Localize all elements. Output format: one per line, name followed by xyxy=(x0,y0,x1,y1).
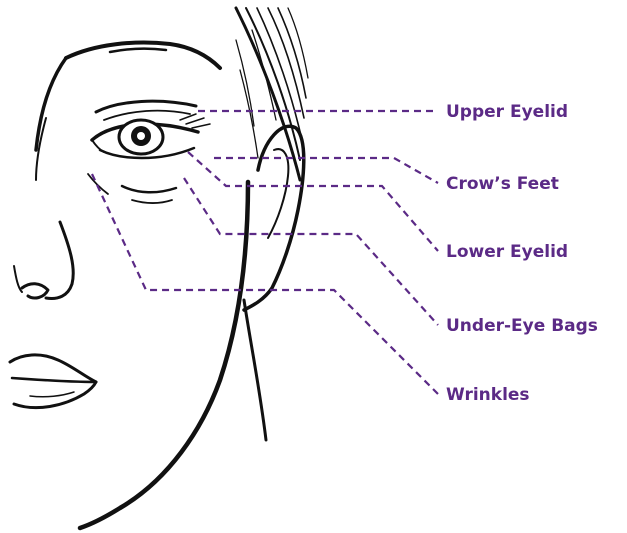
eye xyxy=(92,114,210,158)
lip-line xyxy=(12,378,96,382)
forehead-inner-line xyxy=(110,49,166,52)
cheek-crease xyxy=(88,174,108,194)
forehead-line xyxy=(66,43,220,68)
label-wrinkles: Wrinkles xyxy=(446,385,530,405)
leader-line-crows-feet xyxy=(214,158,438,183)
leader-line-wrinkles xyxy=(92,174,438,394)
pupil-highlight xyxy=(137,132,145,140)
hair-strands xyxy=(236,8,308,180)
label-under-eye-bags: Under-Eye Bags xyxy=(446,316,598,336)
lips xyxy=(10,355,96,408)
label-lower-eyelid: Lower Eyelid xyxy=(446,242,568,262)
label-crows-feet: Crow’s Feet xyxy=(446,174,559,194)
labels: Upper Eyelid Crow’s Feet Lower Eyelid Un… xyxy=(446,102,598,405)
neck-line xyxy=(244,300,266,440)
inner-eye-corner xyxy=(92,140,104,152)
lower-eyelid-crease xyxy=(122,186,176,192)
label-upper-eyelid: Upper Eyelid xyxy=(446,102,568,122)
ear xyxy=(244,126,304,310)
ear-inner xyxy=(268,149,288,238)
nostril xyxy=(22,284,48,298)
leader-line-under-eye-bags xyxy=(184,178,438,325)
lower-lip xyxy=(14,382,96,408)
jawline xyxy=(80,182,248,528)
leader-line-lower-eyelid xyxy=(188,152,438,251)
eyebrow-stroke xyxy=(104,111,190,120)
under-eye-crease xyxy=(132,200,172,203)
face-illustration xyxy=(10,8,308,528)
nose-bridge xyxy=(46,222,73,298)
